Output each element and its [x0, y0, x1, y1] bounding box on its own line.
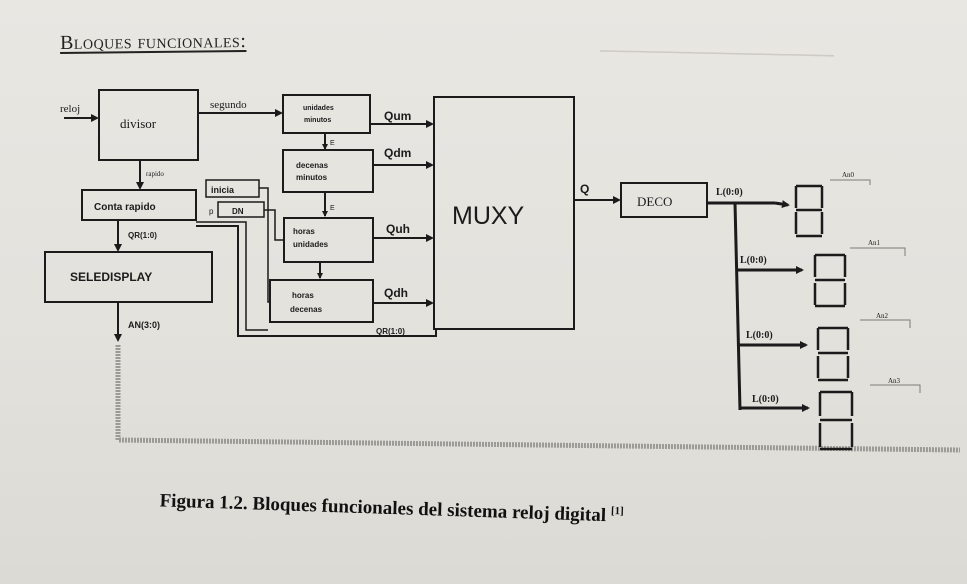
- deco-label: DECO: [637, 194, 672, 209]
- seven-segment-display-1: [813, 253, 847, 308]
- qr-bottom-label: QR(1:0): [376, 327, 405, 336]
- dn-label: DN: [232, 207, 244, 216]
- decenas-minutos-label-1: decenas: [296, 161, 329, 170]
- enable-label-1: E: [330, 140, 335, 147]
- inicia-label: inicia: [211, 185, 235, 195]
- decenas-minutos-label-2: minutos: [296, 173, 328, 182]
- seven-segment-display-2: [816, 326, 850, 382]
- unidades-minutos-label-2: minutos: [304, 117, 331, 124]
- unidades-minutos-block: [282, 94, 371, 134]
- p-label: p: [209, 207, 214, 216]
- bus-2-label: L(0:0): [746, 330, 773, 341]
- horas-unidades-label-2: unidades: [293, 240, 329, 249]
- seledisplay-block: [44, 251, 213, 303]
- an-label: AN(3:0): [128, 320, 160, 330]
- bus-1-label: L(0:0): [740, 255, 767, 266]
- horas-decenas-label-1: horas: [292, 291, 314, 300]
- unidades-minutos-label-1: unidades: [303, 105, 334, 112]
- an1-label: An1: [868, 239, 881, 247]
- an2-label: An2: [876, 312, 889, 320]
- seven-segment-display-3: [818, 390, 854, 451]
- horas-decenas-label-2: decenas: [290, 305, 323, 314]
- deco-block: [620, 182, 708, 218]
- horas-unidades-label-1: horas: [293, 227, 315, 236]
- segundo-label: segundo: [210, 99, 247, 111]
- seven-segment-display-0: [794, 184, 824, 238]
- bus-top-label: L(0:0): [716, 187, 743, 198]
- qum-label: Qum: [384, 109, 411, 123]
- qdh-label: Qdh: [384, 286, 408, 300]
- divisor-block: [98, 89, 199, 161]
- qr-left-label: QR(1:0): [128, 231, 157, 240]
- q-label: Q: [580, 182, 589, 196]
- horas-decenas-block: [269, 279, 374, 323]
- decenas-minutos-block: [282, 149, 374, 193]
- seledisplay-label: SELEDISPLAY: [70, 270, 152, 284]
- an3-label: An3: [888, 377, 901, 385]
- figure-caption-reference: [1]: [610, 504, 625, 518]
- muxy-label: MUXY: [452, 202, 525, 230]
- divisor-label: divisor: [120, 116, 157, 131]
- enable-label-2: E: [330, 205, 335, 212]
- quh-label: Quh: [386, 222, 410, 236]
- conta-rapido-block: [81, 189, 197, 221]
- conta-rapido-label: Conta rapido: [94, 202, 156, 213]
- qdm-label: Qdm: [384, 146, 411, 160]
- an0-label: An0: [842, 171, 855, 179]
- rapido-label: rapido: [146, 170, 164, 178]
- muxy-block: [433, 96, 575, 330]
- bus-3-label: L(0:0): [752, 394, 779, 405]
- reloj-label: reloj: [60, 103, 80, 115]
